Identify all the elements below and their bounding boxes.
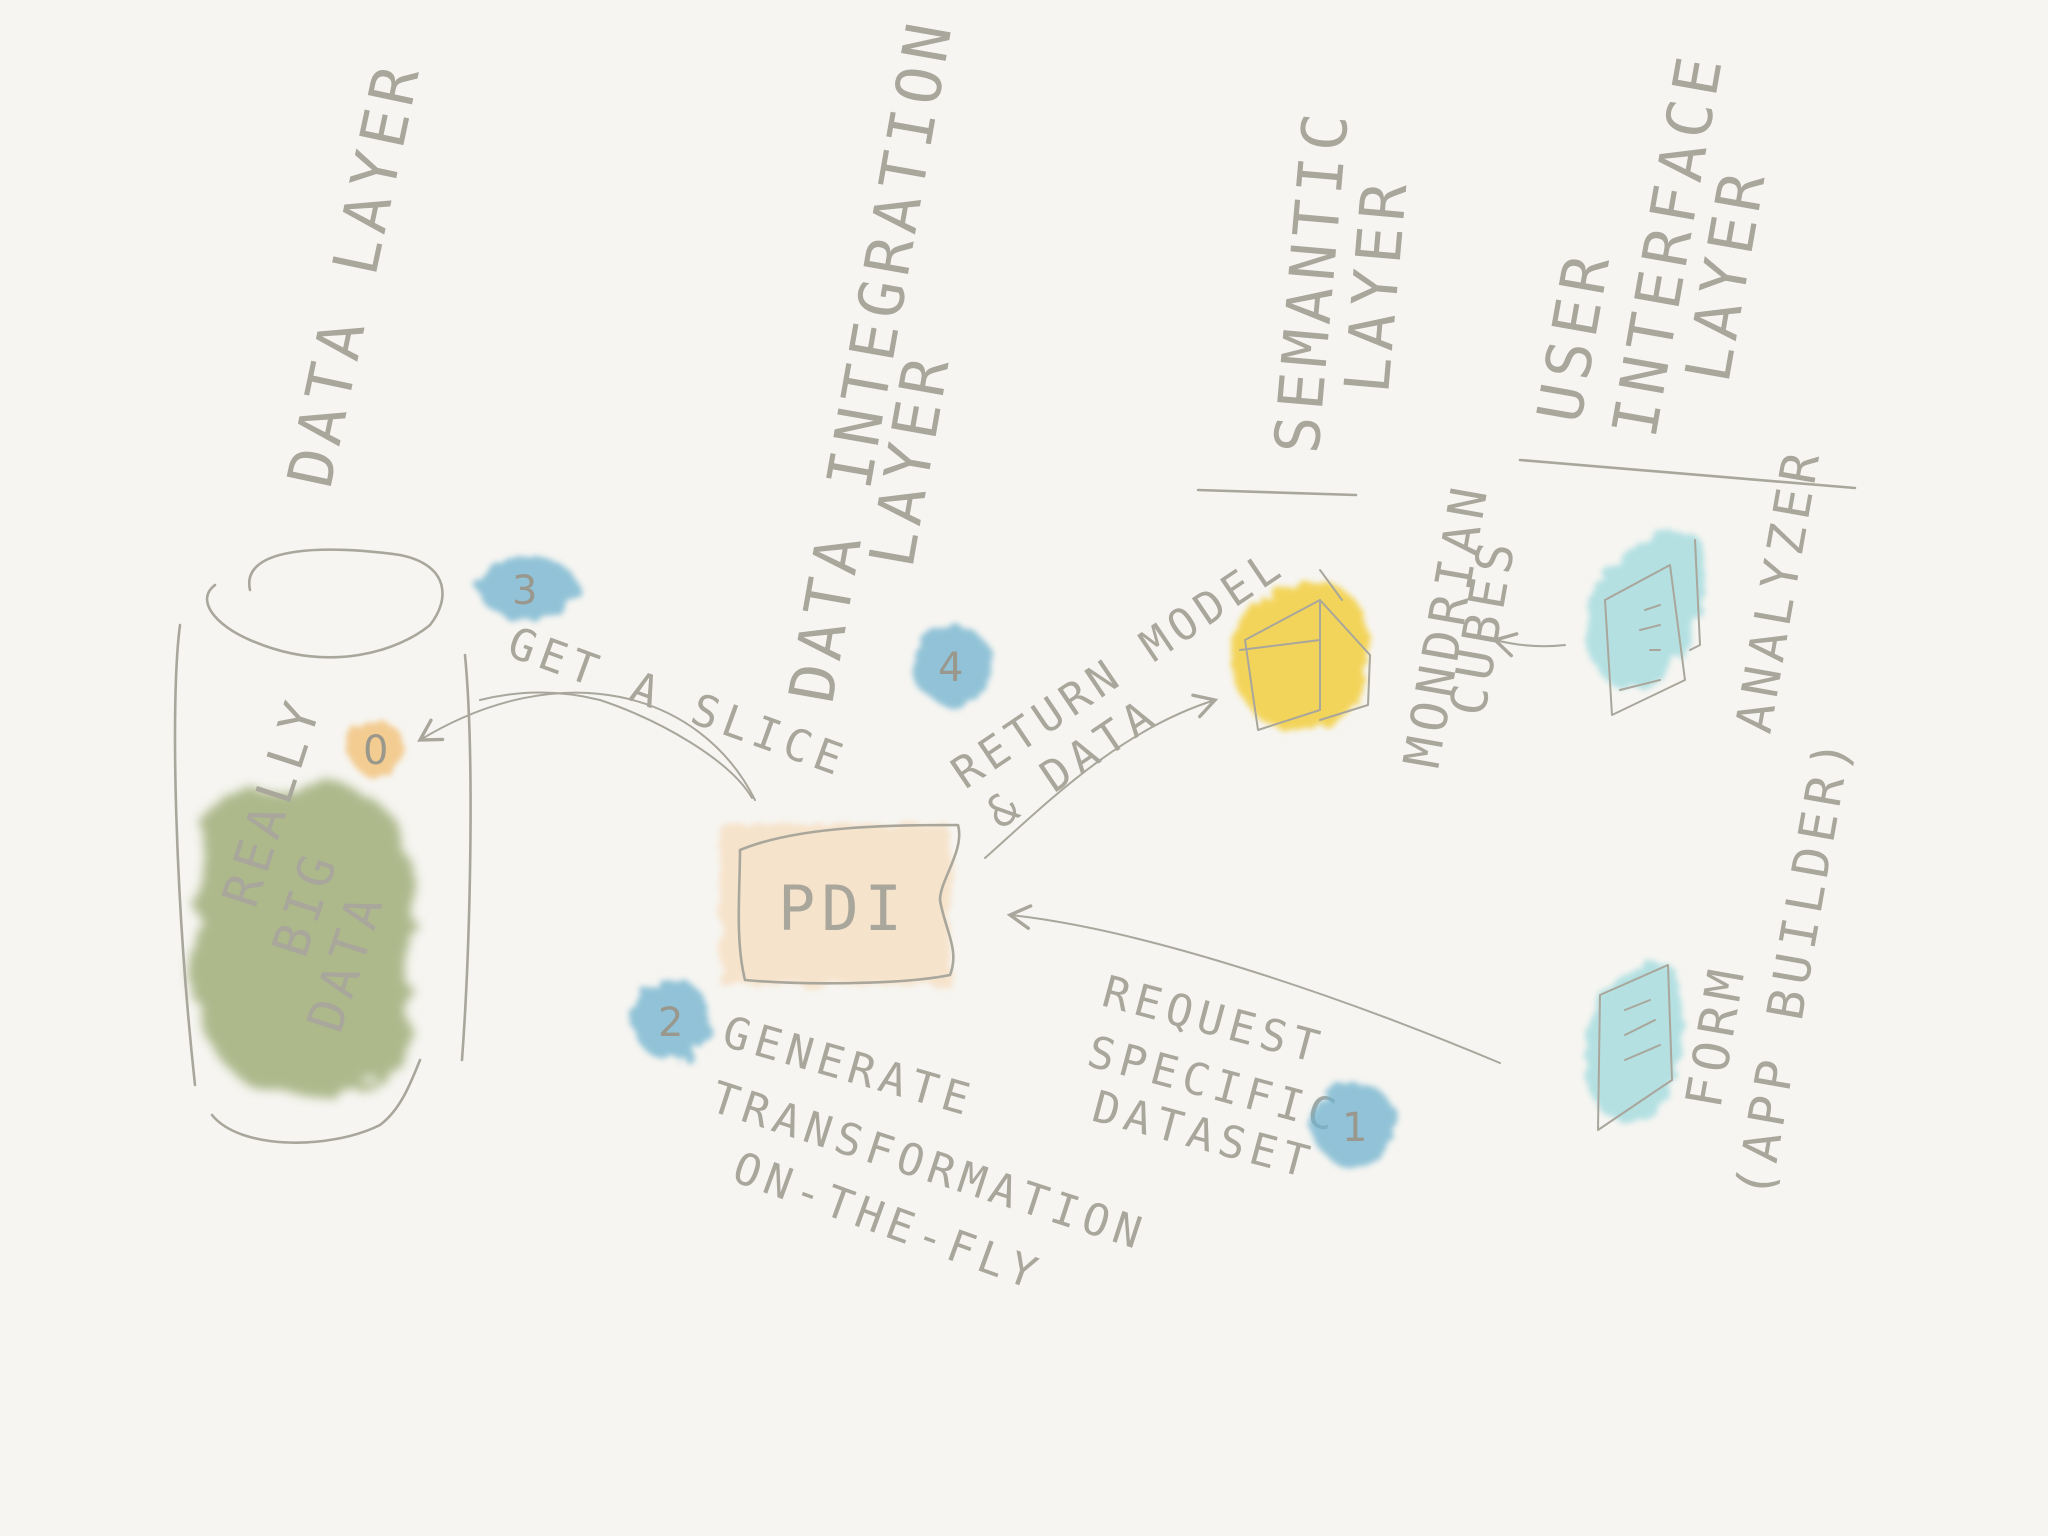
green-data-blob (193, 783, 412, 1097)
cube-side (1319, 599, 1371, 721)
blue-dot-3 (478, 556, 578, 620)
get-slice-arrow (417, 691, 756, 801)
pdi-wash (720, 825, 950, 985)
cylinder-bottom (210, 1058, 422, 1144)
form-label-line2: (APP BUILDER) (1725, 730, 1864, 1202)
mondrian-cube (1229, 569, 1371, 731)
cube-wash (1229, 582, 1370, 731)
form-screen-outline (1597, 964, 1673, 1131)
pdi-node: PDI (720, 823, 961, 985)
data-layer-text: DATA LAYER (273, 54, 434, 493)
step-0-marker: 0 (348, 720, 404, 776)
step-2-marker: 2 (632, 980, 712, 1060)
cylinder-left-side (173, 623, 197, 1087)
cube-edge-1 (1239, 639, 1321, 651)
blue-dot-1 (1313, 1083, 1397, 1167)
form-screen (1585, 964, 1684, 1131)
analyzer-screen-lines (1639, 604, 1661, 651)
ui-layer-divider (1518, 458, 1857, 490)
analyzer-label: ANALYZER (1725, 443, 1832, 738)
cylinder-top (205, 548, 444, 659)
semantic-layer-divider (1196, 488, 1358, 497)
return-data-arrow (984, 693, 1219, 859)
step-1-number: 1 (1342, 1105, 1367, 1151)
data-layer-label: DATA LAYER (273, 54, 434, 493)
cylinder-right-side (460, 653, 472, 1062)
pdi-label: PDI (778, 872, 908, 945)
analyzer-screen-base (1619, 679, 1661, 691)
pdi-box-outline (737, 823, 961, 985)
analyzer-to-cubes-arrow (1491, 632, 1566, 658)
step-1-marker: 1 (1313, 1083, 1397, 1167)
request-dataset-arrow (1006, 904, 1501, 1064)
step-3-marker: 3 (478, 556, 578, 620)
cube-edge-2 (1319, 569, 1343, 601)
cube-face (1244, 599, 1321, 731)
blue-dot-2 (632, 980, 712, 1060)
database-cylinder: REALLY BIG DATA (173, 548, 472, 1144)
step-0-number: 0 (363, 728, 388, 774)
step-4-number: 4 (938, 645, 963, 691)
form-screen-lines (1624, 999, 1661, 1061)
orange-dot (348, 720, 404, 776)
analyzer-screen-edge (1689, 539, 1701, 651)
analyzer-screen (1588, 532, 1706, 716)
step-3-number: 3 (512, 568, 537, 614)
analyzer-screen-outline (1604, 564, 1686, 716)
integration-layer-label: DATA INTEGRATION LAYER (775, 12, 967, 707)
get-slice-arrow-curve (479, 691, 753, 799)
blue-dot-4 (912, 625, 992, 705)
step-4-marker: 4 (912, 625, 992, 705)
form-wash (1585, 964, 1684, 1122)
analyzer-wash (1588, 532, 1706, 690)
step-2-number: 2 (658, 1000, 683, 1046)
